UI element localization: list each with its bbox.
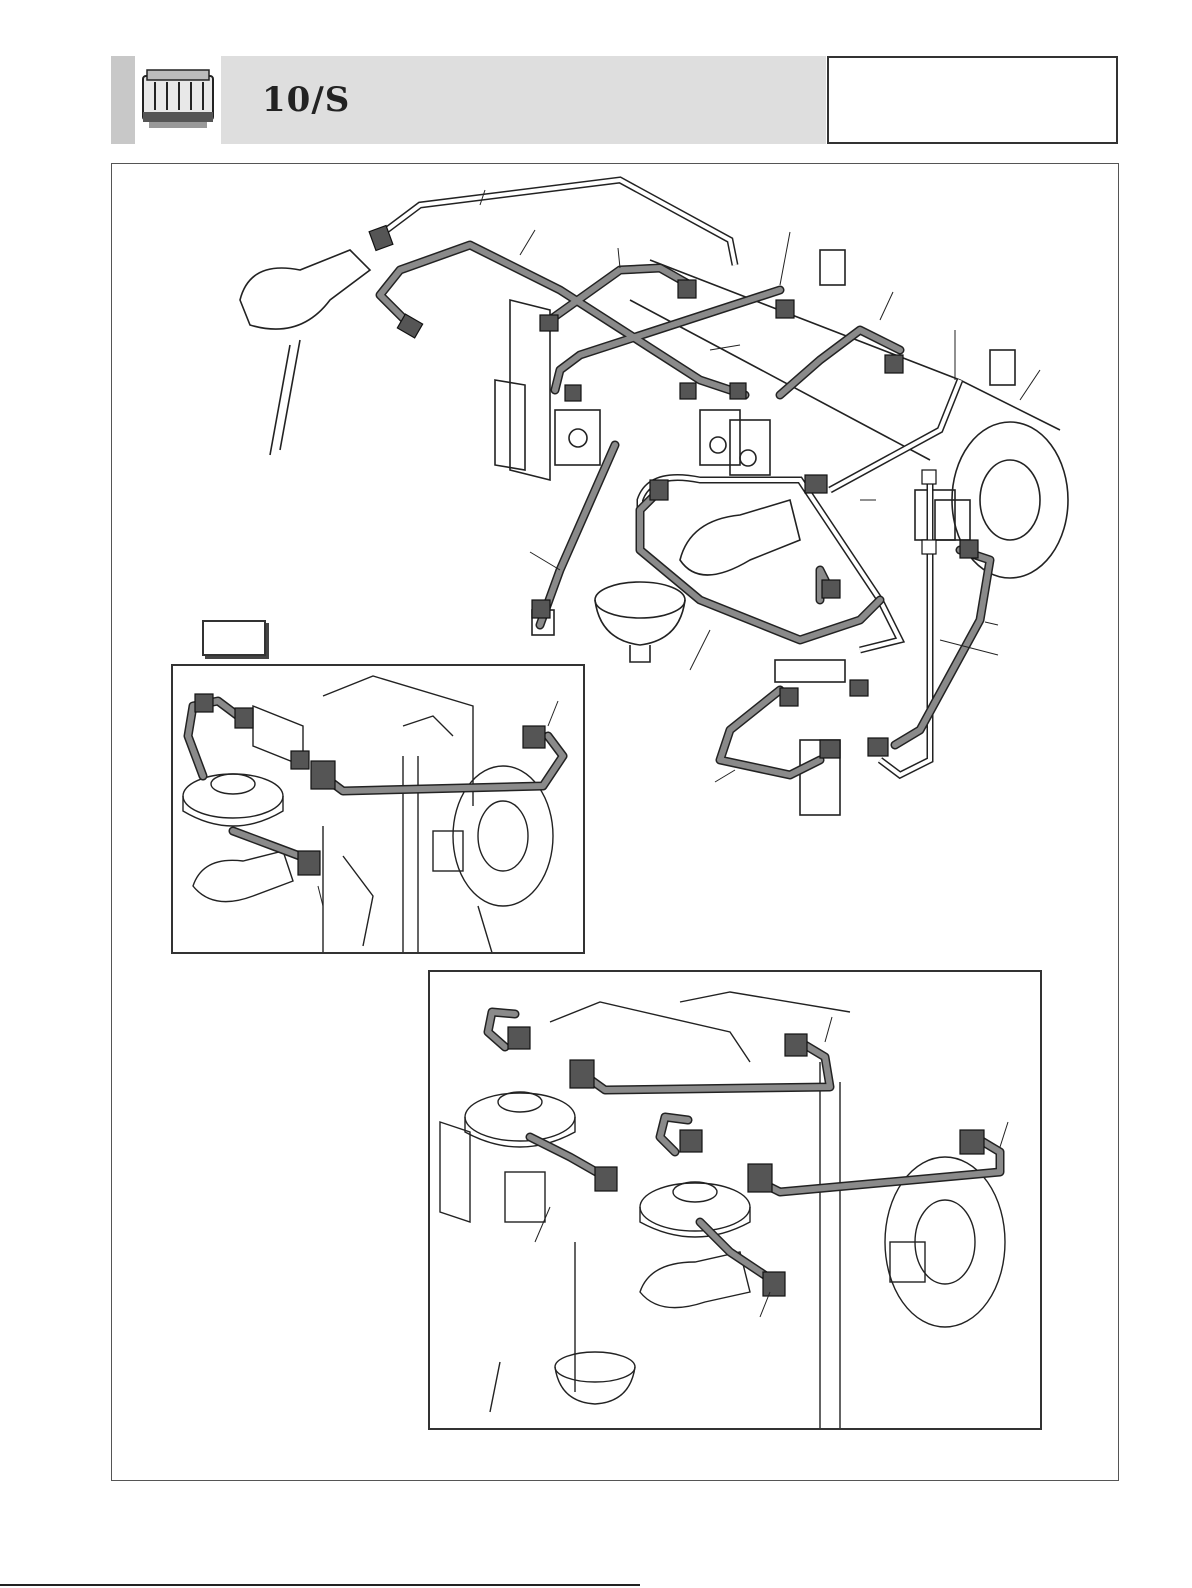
- footer-rule: [0, 1584, 640, 1586]
- double-valve-detail-diagram-icon: [430, 972, 1042, 1430]
- valve-detail-diagram-icon: [173, 666, 585, 954]
- detail-inset-a: [171, 664, 585, 954]
- detail-label-tab: [202, 620, 266, 656]
- detail-inset-b: [428, 970, 1042, 1430]
